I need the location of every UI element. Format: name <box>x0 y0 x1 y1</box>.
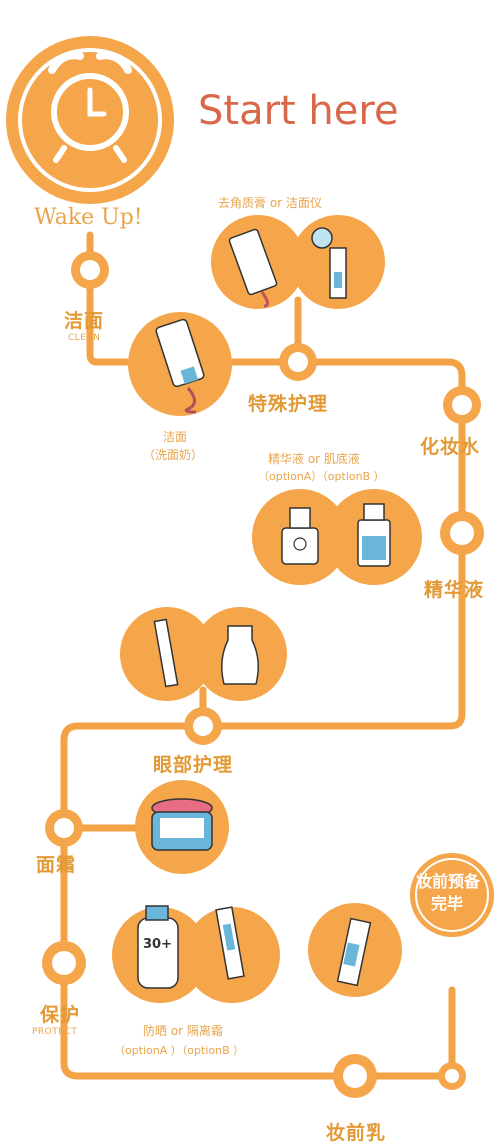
essence-options-label: 精华液 or 肌底液 <box>268 452 360 466</box>
protect-subtitle: PROTECT <box>32 1027 78 1037</box>
cream-title: 面霜 <box>36 854 77 876</box>
step-node-essence <box>440 511 484 555</box>
done-line1: 妆前预备 <box>416 872 481 891</box>
exfoliant-and-device-icons <box>211 215 385 309</box>
step-node-protect <box>42 941 86 985</box>
alarm-clock-icon <box>6 36 174 204</box>
sunscreen-spf-label: 30+ <box>143 937 172 952</box>
step-node-primer <box>333 1054 377 1098</box>
done-badge <box>410 853 494 937</box>
page-title: Start here <box>198 88 399 134</box>
cleanse-title: 洁面 <box>64 310 105 332</box>
essence-bottles-icons <box>252 489 422 585</box>
step-node-toner <box>443 386 481 424</box>
step-node-cream <box>45 809 83 847</box>
protect-options-label: 防晒 or 隔离霜 <box>143 1024 223 1038</box>
step-node-eye <box>184 707 222 745</box>
primer-tube-icon <box>308 903 402 997</box>
done-line2: 完毕 <box>431 894 464 913</box>
special-options-label: 去角质膏 or 洁面仪 <box>218 196 322 210</box>
step-node-end <box>438 1062 466 1090</box>
primer-title: 妆前乳 <box>326 1122 387 1144</box>
protect-option-tags: （optionA ）（optionB ） <box>114 1044 245 1057</box>
cream-jar-icon <box>135 780 229 874</box>
special-title: 特殊护理 <box>248 393 329 415</box>
sunscreen-and-base-icons: 30+ <box>112 905 280 1003</box>
step-node-wakeup <box>71 251 109 289</box>
cleanse-product-line2: （洗面奶） <box>143 448 204 462</box>
essence-option-tags: （optionA）（optionB ） <box>258 470 385 483</box>
protect-title: 保护 <box>40 1004 81 1026</box>
cleanse-product-line1: 洁面 <box>163 430 188 444</box>
cleanser-tube-icon <box>128 312 232 416</box>
step-node-special <box>279 343 317 381</box>
essence-title: 精华液 <box>424 579 485 601</box>
eye-care-icons <box>120 607 287 701</box>
toner-title: 化妆水 <box>420 436 481 458</box>
wake-up-label: Wake Up! <box>34 205 143 230</box>
eye-title: 眼部护理 <box>153 754 234 776</box>
cleanse-subtitle: CLEAN <box>68 333 101 343</box>
